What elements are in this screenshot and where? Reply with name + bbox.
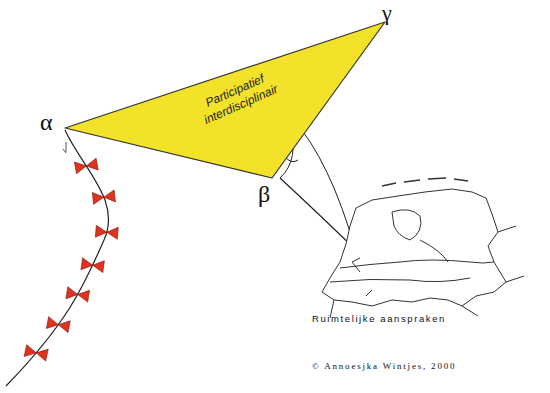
kite-shape: Participatief interdisciplinair bbox=[60, 18, 390, 183]
tail-bows bbox=[24, 158, 118, 361]
tail-bow bbox=[95, 225, 118, 239]
copyright-note: © Annoesjka Wintjes, 2000 bbox=[312, 361, 456, 372]
netherlands-map bbox=[322, 178, 524, 318]
vertex-alpha: α bbox=[40, 108, 53, 137]
vertex-beta: β bbox=[258, 180, 270, 209]
tail-bow bbox=[92, 190, 115, 204]
vertex-gamma: γ bbox=[382, 0, 392, 26]
tail-bow bbox=[24, 345, 48, 361]
tail-bow bbox=[46, 317, 70, 333]
bridle-arc bbox=[286, 158, 298, 162]
tail-bow bbox=[74, 158, 98, 174]
tick-mark bbox=[63, 149, 66, 153]
tick-mark bbox=[66, 142, 67, 152]
kite-tail bbox=[6, 130, 109, 386]
map-caption: Ruimtelijke aanspraken bbox=[312, 313, 446, 324]
tail-bow bbox=[66, 287, 90, 302]
tail-bow bbox=[81, 258, 104, 273]
